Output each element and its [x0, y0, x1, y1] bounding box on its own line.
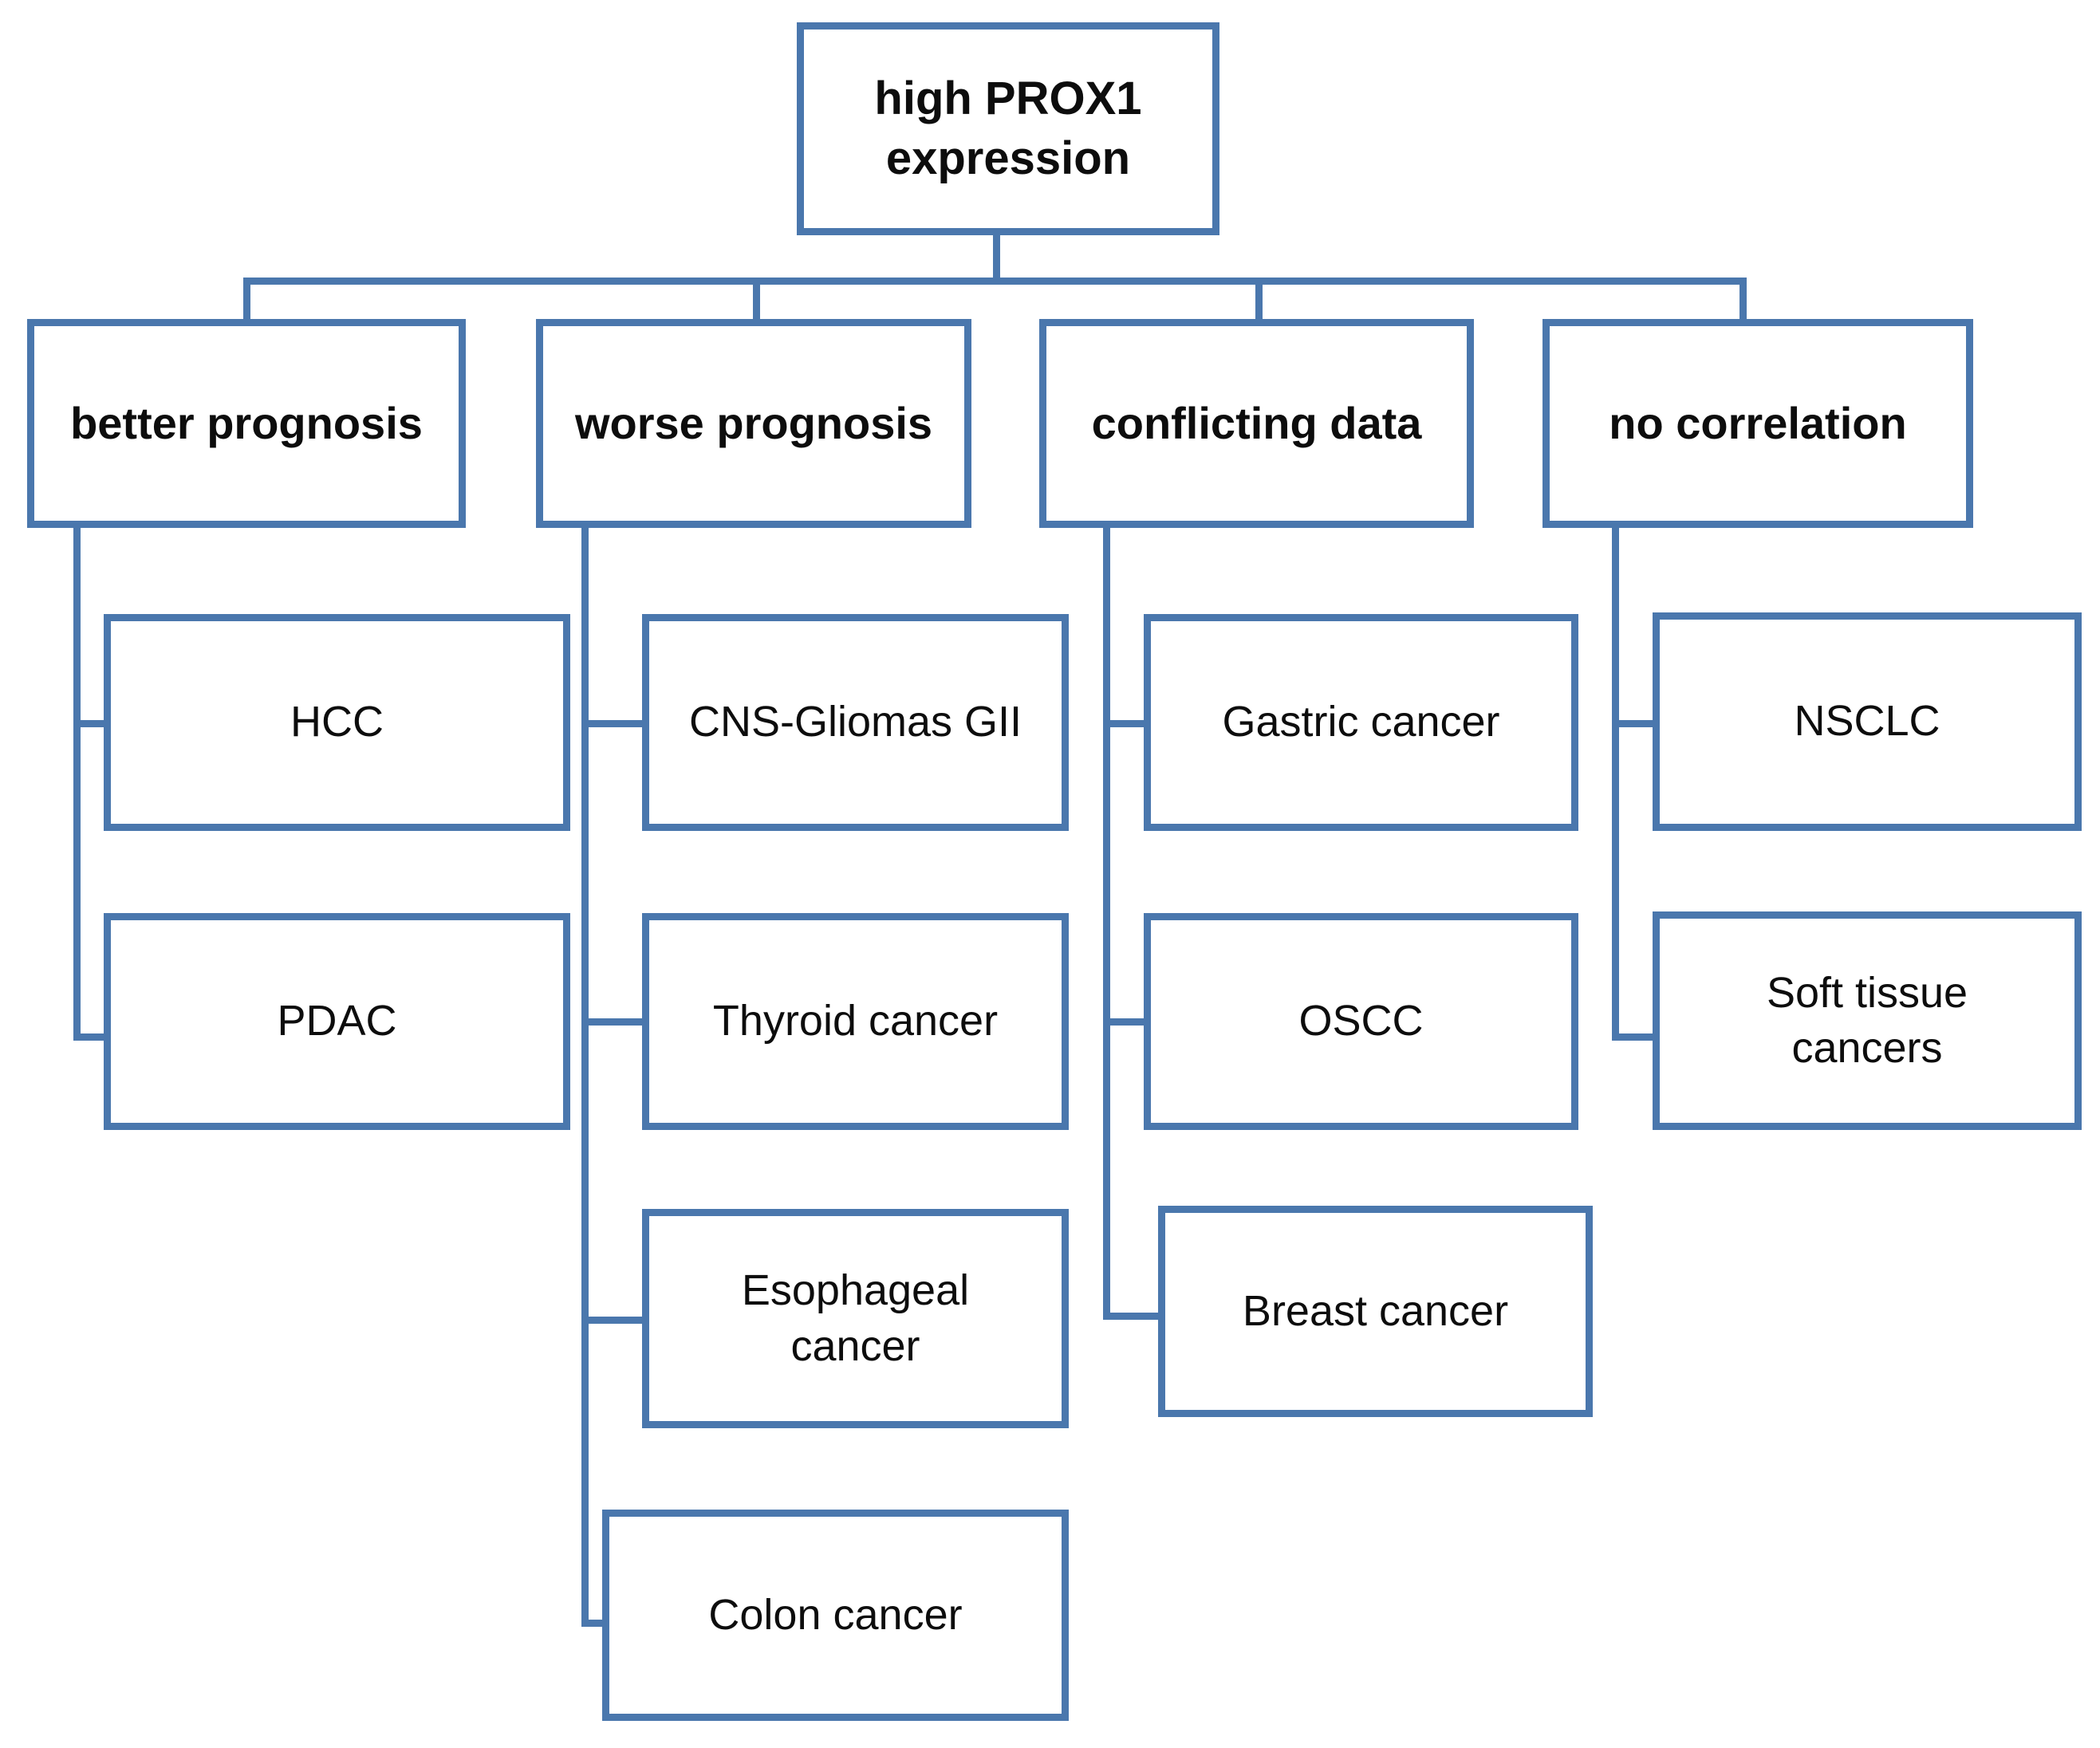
node-high-prox1-expression[interactable]: high PROX1 expression — [797, 22, 1219, 235]
node-label: worse prognosis — [574, 398, 933, 449]
connector-trunk-worse-prognosis — [581, 526, 589, 1627]
node-gastric-cancer[interactable]: Gastric cancer — [1144, 614, 1578, 831]
node-conflicting-data[interactable]: conflicting data — [1039, 319, 1474, 528]
node-cns-gliomas-gii[interactable]: CNS-Gliomas GII — [642, 614, 1069, 831]
connector-drop-better-prognosis — [243, 278, 250, 322]
connector-stub-hcc — [73, 720, 107, 727]
connector-stub-breast-cancer — [1103, 1313, 1163, 1320]
node-label: Esophageal cancer — [741, 1266, 970, 1370]
connector-stub-oscc — [1103, 1018, 1148, 1026]
node-esophageal-cancer[interactable]: Esophageal cancer — [642, 1209, 1069, 1428]
connector-root-bus — [243, 278, 1746, 285]
node-better-prognosis[interactable]: better prognosis — [27, 319, 466, 528]
node-label: Breast cancer — [1242, 1286, 1509, 1335]
connector-stub-cns-gliomas-gii — [581, 720, 645, 727]
node-no-correlation[interactable]: no correlation — [1542, 319, 1973, 528]
node-label: Gastric cancer — [1222, 698, 1500, 746]
connector-stub-esophageal-cancer — [581, 1317, 645, 1324]
connector-stub-nsclc — [1612, 720, 1657, 727]
node-label: HCC — [290, 698, 384, 746]
node-nsclc[interactable]: NSCLC — [1653, 612, 2082, 831]
node-label: Thyroid cancer — [712, 997, 999, 1045]
connector-drop-no-correlation — [1739, 278, 1747, 322]
connector-drop-worse-prognosis — [753, 278, 760, 322]
node-label: Colon cancer — [708, 1590, 963, 1639]
connector-stub-pdac — [73, 1033, 107, 1041]
node-oscc[interactable]: OSCC — [1144, 913, 1578, 1130]
node-breast-cancer[interactable]: Breast cancer — [1158, 1206, 1593, 1417]
node-pdac[interactable]: PDAC — [104, 913, 570, 1130]
connector-trunk-no-correlation — [1612, 526, 1619, 1041]
node-worse-prognosis[interactable]: worse prognosis — [536, 319, 971, 528]
node-label: CNS-Gliomas GII — [688, 698, 1022, 746]
node-label: PDAC — [277, 997, 397, 1045]
node-thyroid-cancer[interactable]: Thyroid cancer — [642, 913, 1069, 1130]
node-hcc[interactable]: HCC — [104, 614, 570, 831]
node-soft-tissue-cancers[interactable]: Soft tissue cancers — [1653, 911, 2082, 1130]
connector-drop-conflicting-data — [1255, 278, 1263, 322]
connector-trunk-conflicting-data — [1103, 526, 1110, 1320]
connector-stub-gastric-cancer — [1103, 720, 1148, 727]
node-label: NSCLC — [1794, 697, 1940, 746]
connector-stub-thyroid-cancer — [581, 1018, 645, 1026]
node-label: Soft tissue cancers — [1766, 968, 1968, 1072]
node-label: conflicting data — [1091, 398, 1422, 449]
node-label: no correlation — [1609, 398, 1907, 449]
connector-trunk-better-prognosis — [73, 526, 81, 1041]
node-label: OSCC — [1298, 997, 1424, 1045]
connector-stub-colon-cancer — [581, 1620, 605, 1627]
connector-root-stem — [993, 235, 1000, 283]
connector-stub-soft-tissue-cancers — [1612, 1033, 1657, 1041]
node-label: better prognosis — [70, 398, 423, 449]
node-label: high PROX1 expression — [874, 73, 1142, 184]
node-colon-cancer[interactable]: Colon cancer — [602, 1510, 1069, 1721]
